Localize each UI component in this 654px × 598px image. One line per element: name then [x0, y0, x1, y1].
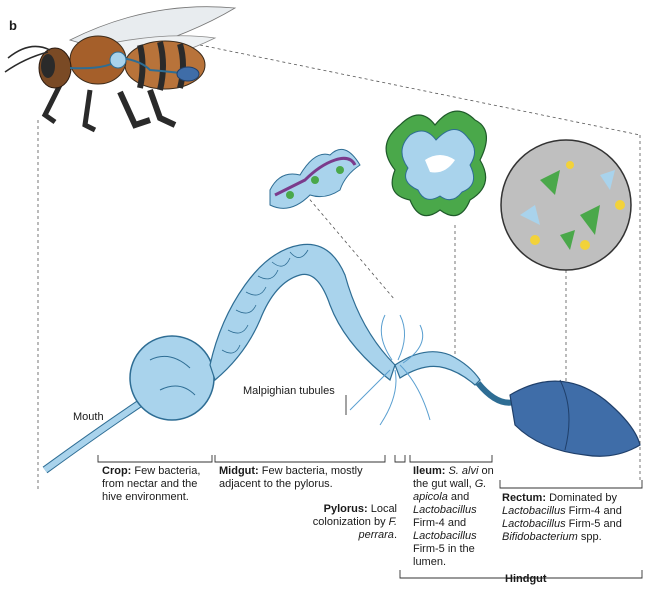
pylorus-cross-section [269, 148, 361, 209]
ileum-text-3: Firm-4 and [413, 517, 467, 529]
rectum-title: Rectum: [502, 492, 547, 504]
panel-letter: b [9, 18, 17, 33]
midgut-text: Few bacteria, mostly adjacent to the pyl… [219, 465, 363, 490]
ileum-caption: Ileum: S. alvi on the gut wall, G. apico… [413, 465, 498, 569]
section-brackets [97, 395, 643, 579]
rectum-text-4: spp. [580, 531, 602, 543]
rectum-text-2: Firm-4 and [568, 505, 622, 517]
pylorus-species: F. perrara [358, 516, 397, 541]
ileum-species-2: G. apicola [413, 478, 487, 503]
crop-title: Crop: [102, 465, 132, 477]
ileum-text-4: Firm-5 in the lumen. [413, 543, 475, 568]
rectum-species-1: Lactobacillus [502, 505, 566, 517]
ileum-text-2: and [450, 491, 470, 503]
ileum-species-1: S. alvi [448, 465, 479, 477]
pylorus-text-b: . [393, 529, 397, 541]
rectum-species-2: Lactobacillus [502, 518, 566, 530]
ileum-cross-section [385, 110, 487, 217]
label-malpighian-tubules: Malpighian tubules [243, 385, 335, 397]
crop-text: Few bacteria, from nectar and the hive e… [102, 465, 201, 503]
midgut-title: Midgut: [219, 465, 259, 477]
rectum-text-3: Firm-5 and [568, 518, 622, 530]
gut-tract [42, 243, 641, 474]
ileum-species-3: Lactobacillus [413, 504, 477, 516]
rectum-species-3: Bifidobacterium [502, 531, 578, 543]
label-mouth: Mouth [73, 411, 104, 423]
ileum-text-1: on the gut wall, [413, 465, 494, 490]
label-hindgut: Hindgut [505, 573, 547, 585]
pylorus-caption: Pylorus: Local colonization by F. perrar… [312, 503, 397, 542]
crop-caption: Crop: Few bacteria, from nectar and the … [102, 465, 210, 504]
guide-lines [37, 44, 641, 490]
rectum-text-1: Dominated by [549, 492, 617, 504]
pylorus-text-a: Local colonization by [312, 503, 397, 528]
ileum-species-4: Lactobacillus [413, 530, 477, 542]
rectum-caption: Rectum: Dominated by Lactobacillus Firm-… [502, 492, 644, 544]
midgut-caption: Midgut: Few bacteria, mostly adjacent to… [219, 465, 389, 491]
ileum-title: Ileum: [413, 465, 446, 477]
pylorus-title: Pylorus: [323, 503, 368, 515]
honeybee-illustration [4, 6, 237, 133]
rectum-cross-section [500, 139, 632, 271]
